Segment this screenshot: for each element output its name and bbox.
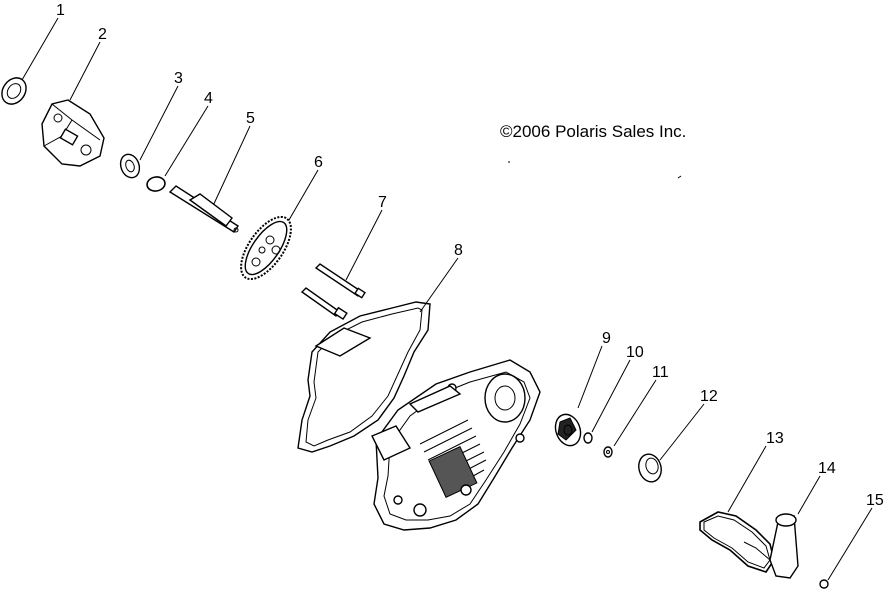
part-8-gasket — [297, 301, 431, 453]
part-7-bolts — [300, 263, 366, 321]
callout-10: 10 — [626, 344, 644, 361]
part-1-seal — [1, 77, 27, 105]
part-2-oil-pump-housing — [41, 99, 105, 167]
part-13-o-ring — [699, 511, 775, 573]
part-11-nut — [603, 446, 613, 458]
part-6-gear — [240, 215, 292, 281]
callout-1: 1 — [56, 2, 65, 19]
part-3-bearing — [119, 153, 141, 179]
callout-labels: 1 2 3 4 5 6 7 8 9 10 11 12 13 14 15 — [56, 2, 884, 509]
crankcase-cover — [371, 359, 541, 531]
callout-8: 8 — [454, 242, 463, 259]
callout-2: 2 — [98, 26, 107, 43]
callout-11: 11 — [652, 364, 669, 381]
callout-6: 6 — [314, 154, 323, 171]
part-15-bolt — [819, 579, 829, 589]
callout-13: 13 — [766, 430, 784, 447]
callout-7: 7 — [378, 194, 387, 211]
callout-9: 9 — [602, 330, 611, 347]
callout-14: 14 — [818, 460, 836, 477]
callout-5: 5 — [246, 110, 255, 127]
callout-3: 3 — [174, 70, 183, 87]
stray-marks — [508, 161, 682, 179]
leader-lines — [21, 17, 873, 581]
part-12-seal — [638, 453, 662, 483]
part-10-washer — [583, 432, 593, 444]
part-4-snap-ring — [146, 176, 166, 192]
part-9-impeller — [554, 413, 582, 447]
callout-15: 15 — [866, 492, 884, 509]
callout-4: 4 — [204, 90, 213, 107]
part-14-pump-cover — [743, 513, 799, 579]
part-5-shaft — [168, 185, 239, 233]
callout-12: 12 — [700, 388, 718, 405]
copyright-notice: ©2006 Polaris Sales Inc. — [500, 122, 687, 141]
